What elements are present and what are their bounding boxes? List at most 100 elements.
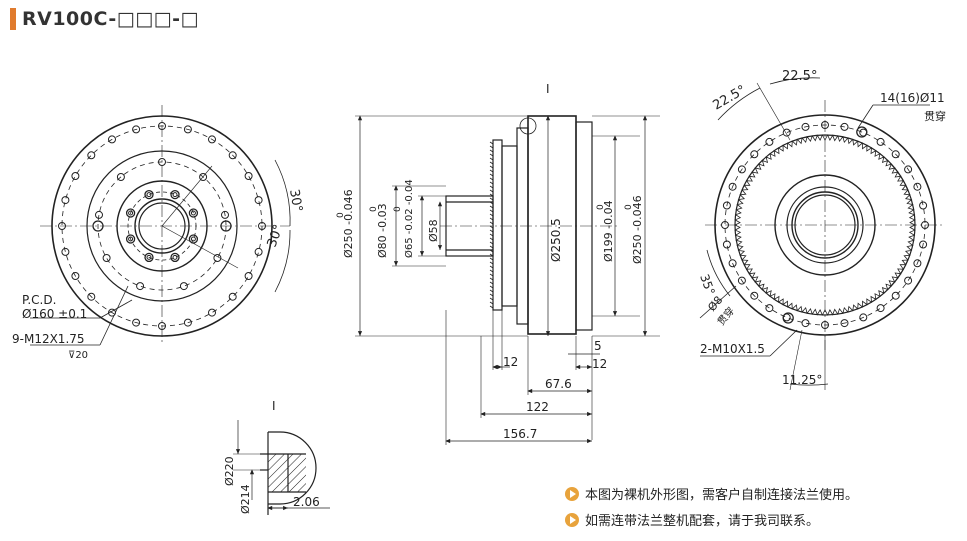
outer-through-hole (891, 291, 900, 300)
len-5: 5 (594, 339, 602, 353)
dim-250-046: Ø250 -0.046 (342, 189, 355, 258)
gear-tooth (489, 225, 494, 229)
outer-through-hole (721, 221, 729, 229)
pcd-thread-hole (213, 254, 222, 262)
gear-tooth (489, 253, 494, 257)
outer-through-hole (801, 319, 810, 328)
len-156-7: 156.7 (503, 427, 537, 441)
outer-bolt-hole (208, 308, 216, 317)
gear-tooth (489, 233, 494, 237)
inner-thread-hole (188, 208, 199, 218)
outer-bolt-hole (87, 151, 96, 160)
left-angle-top: 30° (286, 188, 305, 213)
page-title: RV100C-□□□-□ (22, 8, 199, 30)
gear-tooth (489, 213, 494, 217)
note-2: 如需连带法兰整机配套，请于我司联系。 (565, 510, 819, 529)
dim-80-zero: 0 (369, 206, 379, 212)
left-view-holes (58, 122, 266, 330)
outer-bolt-hole (58, 222, 66, 230)
dim-250-right-zero: 0 (624, 204, 634, 210)
gear-tooth (489, 269, 494, 273)
thread-hole-m10 (856, 126, 868, 138)
pin-hole (92, 220, 104, 232)
len-122: 122 (526, 400, 549, 414)
outer-through-hole (801, 122, 810, 131)
outer-bolt-hole (71, 172, 80, 180)
gear-tooth (489, 165, 494, 169)
pin-hole (220, 220, 232, 232)
right-angle-35: 35° (697, 272, 717, 297)
gear-tooth (489, 201, 494, 205)
outer-bolt-hole (158, 322, 166, 330)
dim-65-zero: 0 (393, 206, 403, 212)
outer-bolt-hole (244, 272, 253, 280)
outer-through-hole (737, 165, 746, 174)
outer-bolt-hole (183, 125, 192, 134)
gear-tooth (489, 169, 494, 173)
outer-through-hole (722, 240, 731, 249)
pcd-thread-hole (116, 173, 125, 181)
outer-through-hole (821, 321, 829, 329)
gear-tooth (489, 161, 494, 165)
outer-through-hole (728, 182, 737, 191)
title-accent-bar (10, 8, 16, 30)
gear-tooth (489, 209, 494, 213)
gear-teeth-section (489, 141, 494, 309)
outer-through-hole (919, 201, 928, 210)
section-detail-marker: I (546, 82, 550, 96)
gear-tooth (489, 181, 494, 185)
inner-thread-hole (125, 208, 136, 218)
gear-tooth (489, 217, 494, 221)
dim-250-right: Ø250 -0.046 (631, 195, 644, 264)
left-front-view (30, 105, 291, 346)
gear-tooth (489, 193, 494, 197)
dim-199: Ø199 -0.04 (602, 200, 615, 262)
section-view (355, 115, 660, 445)
gear-tooth (489, 189, 494, 193)
inner-thread-hole-core (172, 254, 178, 260)
dim-250-046-zero: 0 (336, 212, 346, 218)
gear-tooth (489, 261, 494, 265)
gear-tooth (489, 305, 494, 309)
gear-tooth (489, 237, 494, 241)
outer-bolt-hole (61, 196, 70, 205)
gear-tooth (489, 257, 494, 261)
gear-tooth (489, 197, 494, 201)
note-1: 本图为裸机外形图，需客户自制连接法兰使用。 (565, 484, 858, 503)
left-angle-bottom: 30° (265, 223, 287, 250)
outer-through-hole (904, 165, 913, 174)
note-2-text: 如需连带法兰整机配套，请于我司联系。 (585, 514, 820, 529)
outer-bolt-hole (254, 247, 263, 256)
outer-through-hole (765, 304, 774, 313)
right-holes-sub: 贯穿 (924, 109, 946, 123)
inner-thread-hole-core (190, 236, 196, 242)
gear-tooth (489, 241, 494, 245)
outer-through-hole (891, 150, 900, 159)
gear-tooth (489, 221, 494, 225)
gear-tooth (489, 205, 494, 209)
outer-through-hole (840, 122, 849, 131)
detail-dim-2-06: 2.06 (293, 495, 320, 509)
gear-tooth (489, 273, 494, 277)
inner-thread-hole-core (146, 192, 152, 198)
gear-tooth (489, 157, 494, 161)
outer-bolt-hole (254, 196, 263, 205)
gear-tooth (489, 281, 494, 285)
detail-dim-214: Ø214 (239, 484, 252, 514)
inner-thread-hole-core (190, 210, 196, 216)
right-view-holes (721, 121, 929, 329)
gear-tooth (489, 249, 494, 253)
outer-through-hole (921, 221, 929, 229)
play-bullet-icon (565, 486, 579, 501)
gear-tooth (489, 153, 494, 157)
gear-tooth (489, 185, 494, 189)
gear-tooth (489, 149, 494, 153)
outer-bolt-hole (71, 272, 80, 280)
inner-thread-hole (170, 189, 180, 200)
outer-bolt-hole (132, 125, 141, 134)
outer-bolt-hole (208, 135, 216, 144)
outer-through-hole (722, 201, 731, 210)
outer-bolt-hole (244, 172, 253, 180)
len-67-6: 67.6 (545, 377, 572, 391)
outer-through-hole (876, 137, 885, 146)
